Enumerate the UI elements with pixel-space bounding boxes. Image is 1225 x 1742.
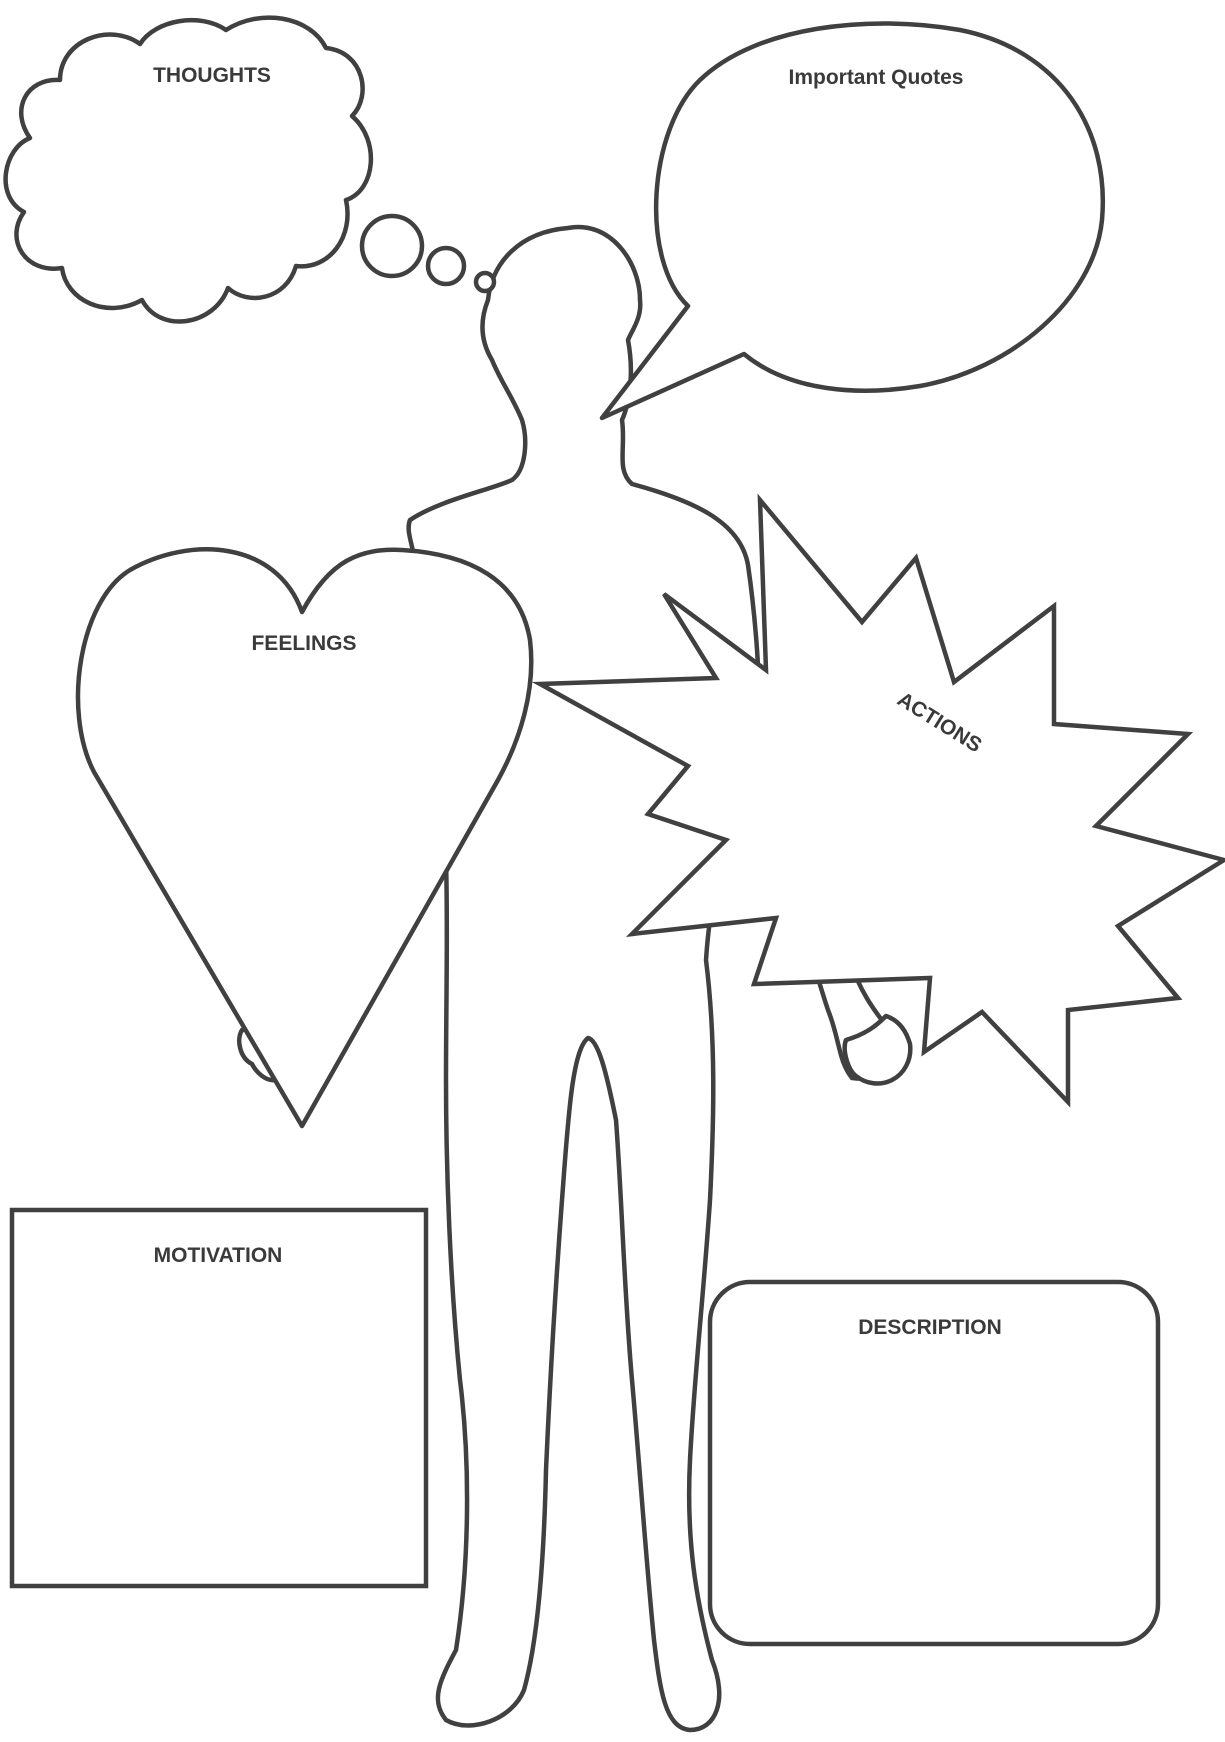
description-label: DESCRIPTION [858, 1316, 1002, 1339]
thought-bubble-large [362, 216, 422, 276]
quotes-label: Important Quotes [788, 66, 963, 89]
thoughts-label: THOUGHTS [153, 64, 271, 87]
motivation-label: MOTIVATION [154, 1244, 283, 1267]
thought-bubble-medium [428, 248, 464, 284]
feelings-label: FEELINGS [251, 632, 356, 655]
thought-bubble-small [476, 273, 494, 291]
